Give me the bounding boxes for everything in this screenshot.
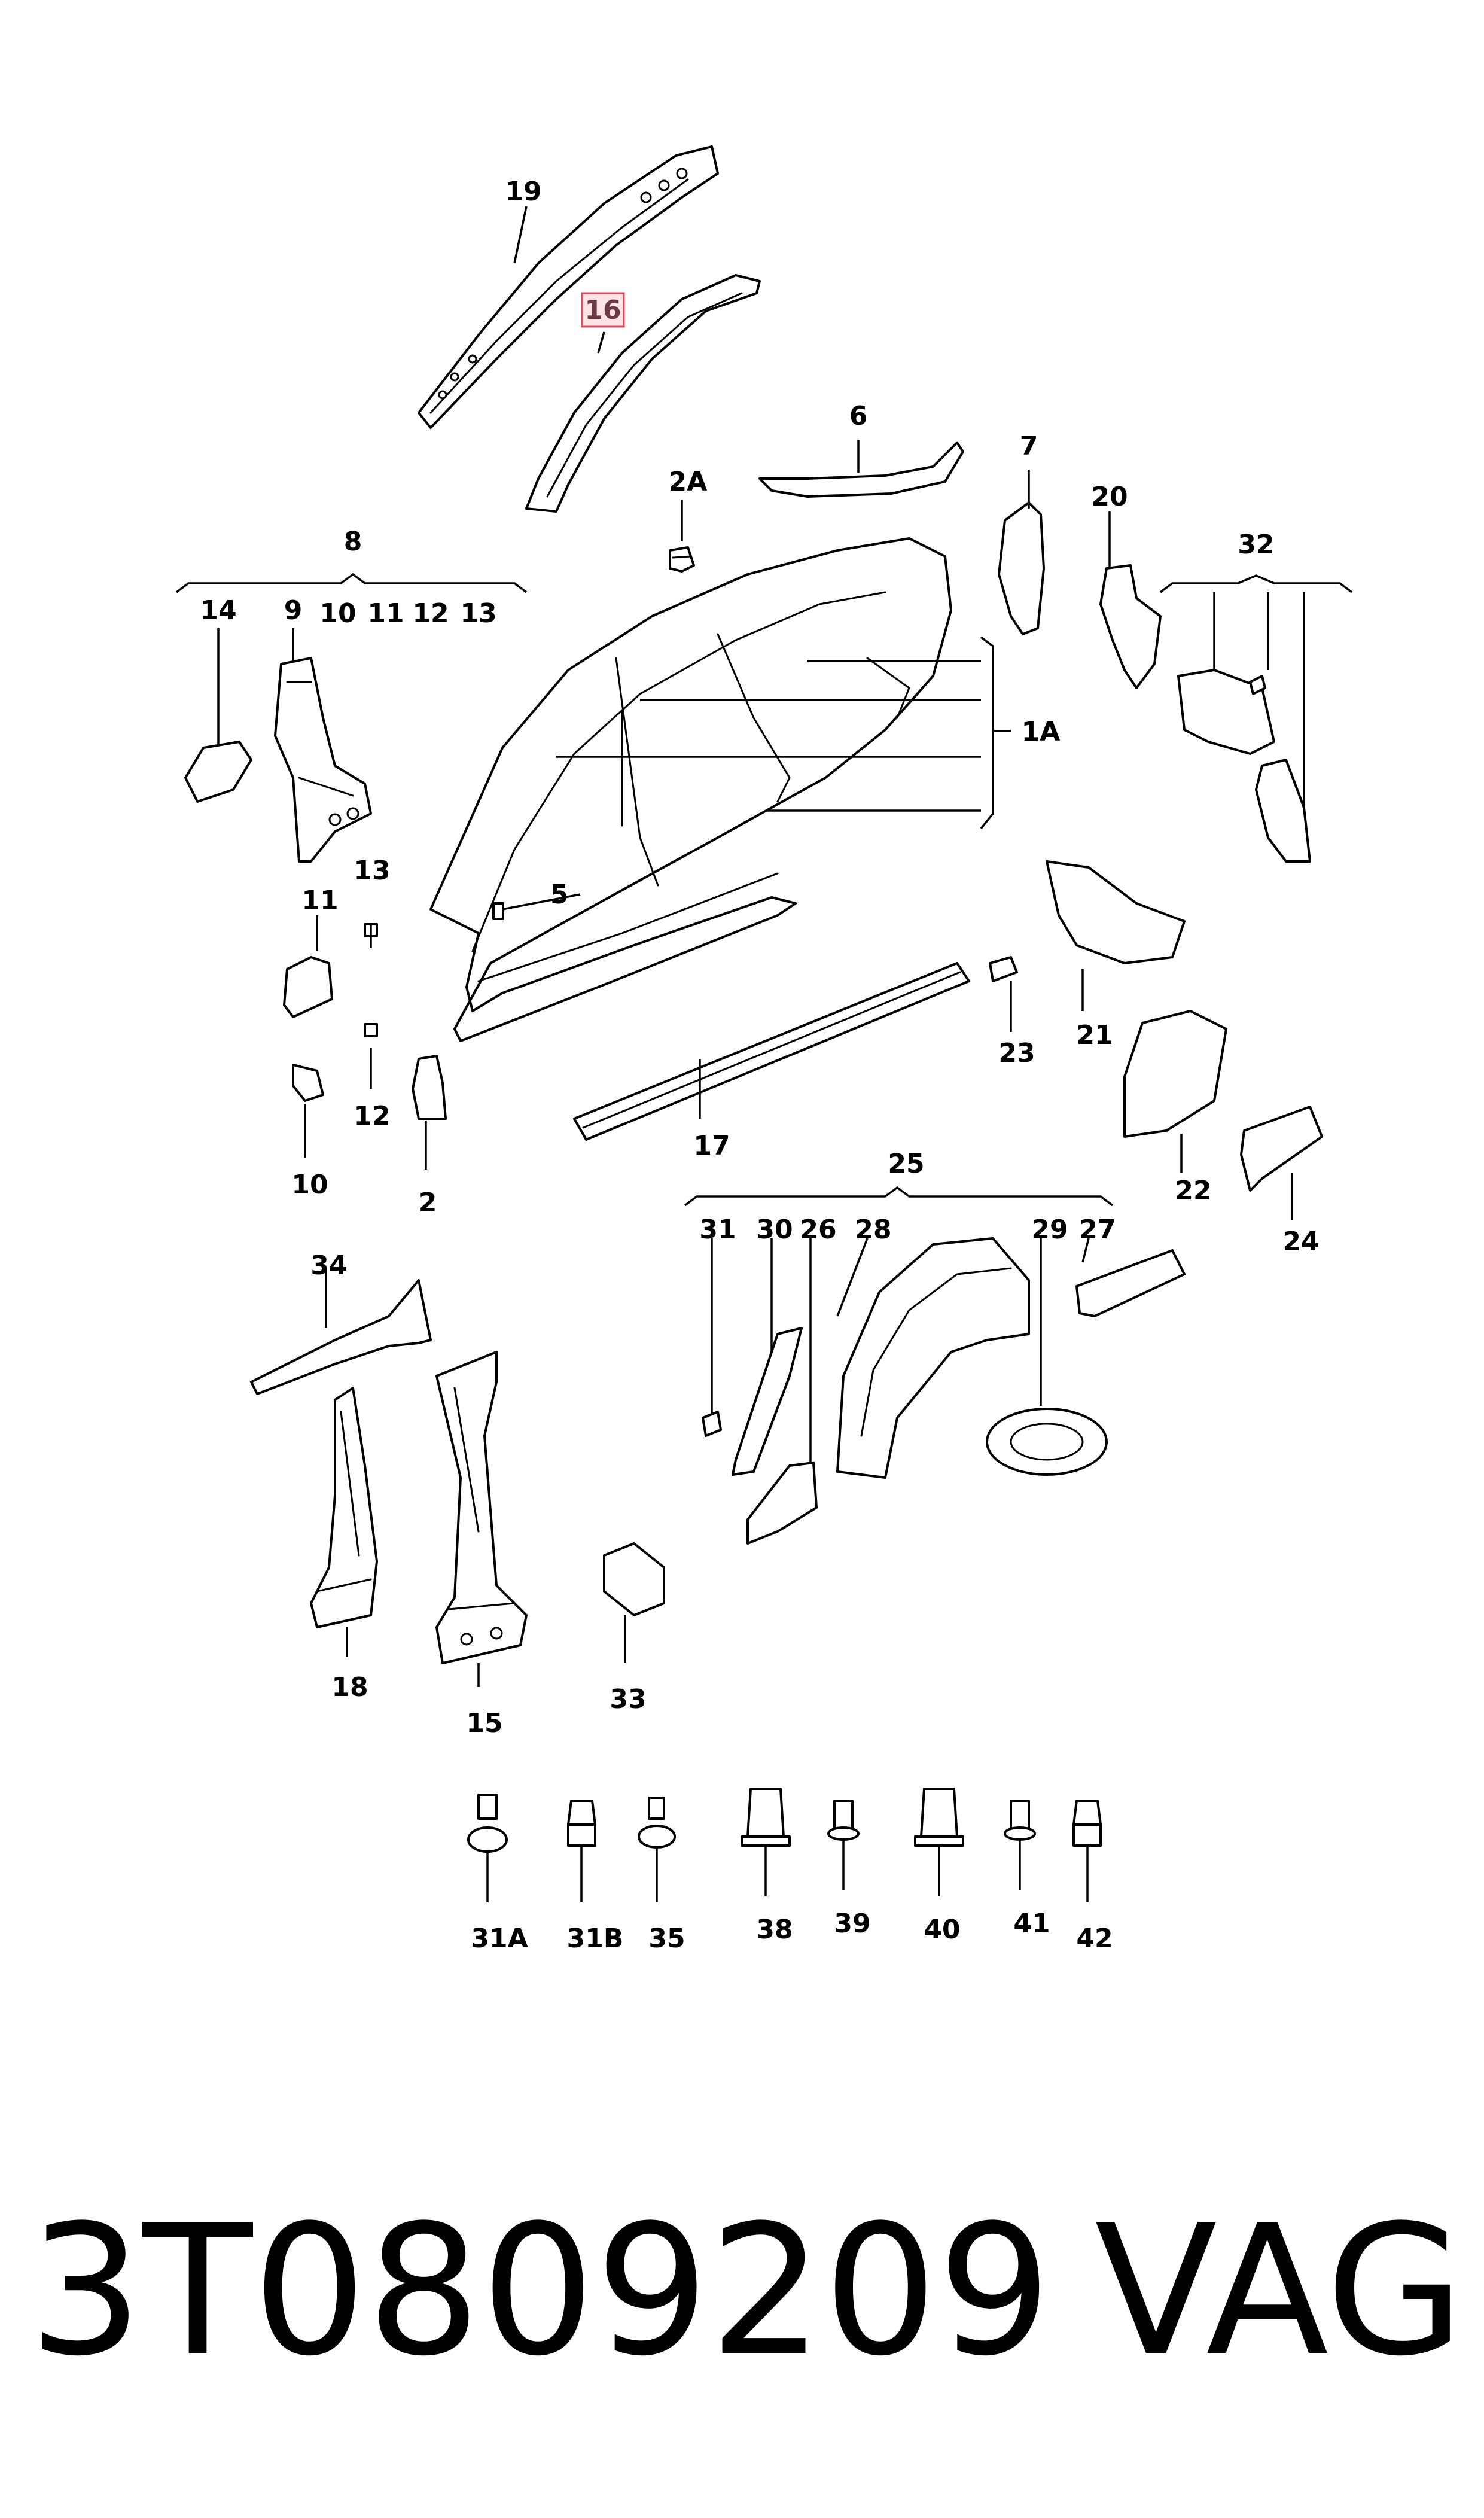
part-24-panel: [1240, 1106, 1323, 1192]
callout-24: 24: [1282, 1226, 1319, 1257]
callout-30: 30: [756, 1214, 793, 1245]
callout-40: 40: [924, 1914, 960, 1945]
part-number: 3T0809209: [29, 2187, 1052, 2395]
callout-11-top: 11: [367, 598, 404, 629]
part-26-bracket: [746, 1462, 818, 1545]
part-22-panel: [1123, 1010, 1227, 1138]
callout-29: 29: [1031, 1214, 1068, 1245]
callout-12-top: 12: [412, 598, 449, 629]
callout-42: 42: [1076, 1923, 1113, 1954]
callout-32: 32: [1238, 529, 1274, 560]
callout-35: 35: [648, 1923, 685, 1954]
part-23-clip: [989, 956, 1018, 982]
callout-23: 23: [998, 1038, 1035, 1068]
callout-16: 16: [584, 295, 621, 325]
callout-31: 31: [699, 1214, 736, 1245]
part-33-bracket: [603, 1542, 665, 1616]
part-30-trim: [732, 1327, 803, 1476]
part-15-b-pillar: [435, 1351, 528, 1664]
part-7-bracket: [998, 501, 1045, 635]
part-19-roof-rail: [418, 145, 719, 429]
part-32-panels: [1177, 669, 1311, 863]
callout-11: 11: [301, 885, 338, 916]
callout-2: 2: [419, 1188, 437, 1218]
bracket-25: [684, 1186, 1114, 1207]
part-29-grommet: [986, 1408, 1108, 1476]
callout-6: 6: [849, 401, 868, 431]
part-9-pillar-reinforcement: [274, 657, 372, 863]
callout-38: 38: [756, 1914, 793, 1945]
callout-7: 7: [1020, 431, 1038, 461]
callout-19: 19: [505, 176, 541, 207]
callout-39: 39: [834, 1908, 870, 1939]
part-17-sill: [573, 962, 970, 1141]
callout-8: 8: [344, 526, 362, 557]
part-18-pillar: [310, 1387, 378, 1628]
callout-13: 13: [354, 855, 390, 886]
callout-26: 26: [800, 1214, 836, 1245]
callout-9: 9: [284, 595, 303, 626]
callout-1a: 1A: [1022, 717, 1061, 747]
bracket-1a: [556, 636, 1011, 830]
callout-15: 15: [466, 1708, 502, 1738]
part-28-wheel-arch: [836, 1237, 1030, 1479]
fasteners-row: [467, 1788, 1102, 1902]
callout-18: 18: [331, 1672, 368, 1703]
callout-10: 10: [291, 1170, 328, 1200]
callout-labels: 19 16 6 7 2A 20 32 8 14 9 10 11 12 13 1A…: [200, 176, 1319, 1954]
callout-31b: 31B: [567, 1923, 624, 1954]
callout-21: 21: [1076, 1020, 1113, 1051]
callout-2a: 2A: [669, 467, 708, 497]
part-10-clip: [292, 1064, 324, 1102]
callout-34: 34: [310, 1250, 347, 1281]
callout-5: 5: [550, 879, 569, 910]
part-1a-body-side: [429, 537, 952, 1042]
part-11-bracket: [283, 956, 333, 1018]
part-6-sill-trim: [758, 442, 964, 498]
part-14-bracket: [184, 741, 252, 803]
callout-25: 25: [888, 1149, 924, 1179]
callout-10-top: 10: [319, 598, 356, 629]
callout-12: 12: [354, 1101, 390, 1131]
bracket-32: [1159, 574, 1353, 593]
part-27-panel: [1075, 1249, 1186, 1317]
callout-31a: 31A: [471, 1923, 528, 1954]
part-12-pad: [364, 1023, 378, 1037]
callout-13-top: 13: [460, 598, 496, 629]
callout-22: 22: [1175, 1176, 1211, 1206]
part-20-bracket: [1099, 564, 1162, 689]
bracket-8: [175, 573, 528, 593]
part-21-panel: [1046, 860, 1186, 964]
callout-41: 41: [1013, 1908, 1050, 1939]
callout-33: 33: [610, 1684, 646, 1715]
callout-27: 27: [1079, 1214, 1116, 1245]
brand-name: VAG: [1095, 2187, 1465, 2395]
callout-16-highlight: [581, 292, 625, 328]
callout-20: 20: [1091, 482, 1128, 512]
callout-14: 14: [200, 595, 236, 626]
callout-17: 17: [693, 1131, 730, 1161]
callout-28: 28: [855, 1214, 891, 1245]
part-2-bracket: [412, 1055, 447, 1120]
part-16-a-pillar: [525, 274, 761, 513]
part-31-clip: [702, 1411, 722, 1437]
part-34-rail: [250, 1279, 432, 1395]
part-2a-clip: [669, 546, 695, 573]
